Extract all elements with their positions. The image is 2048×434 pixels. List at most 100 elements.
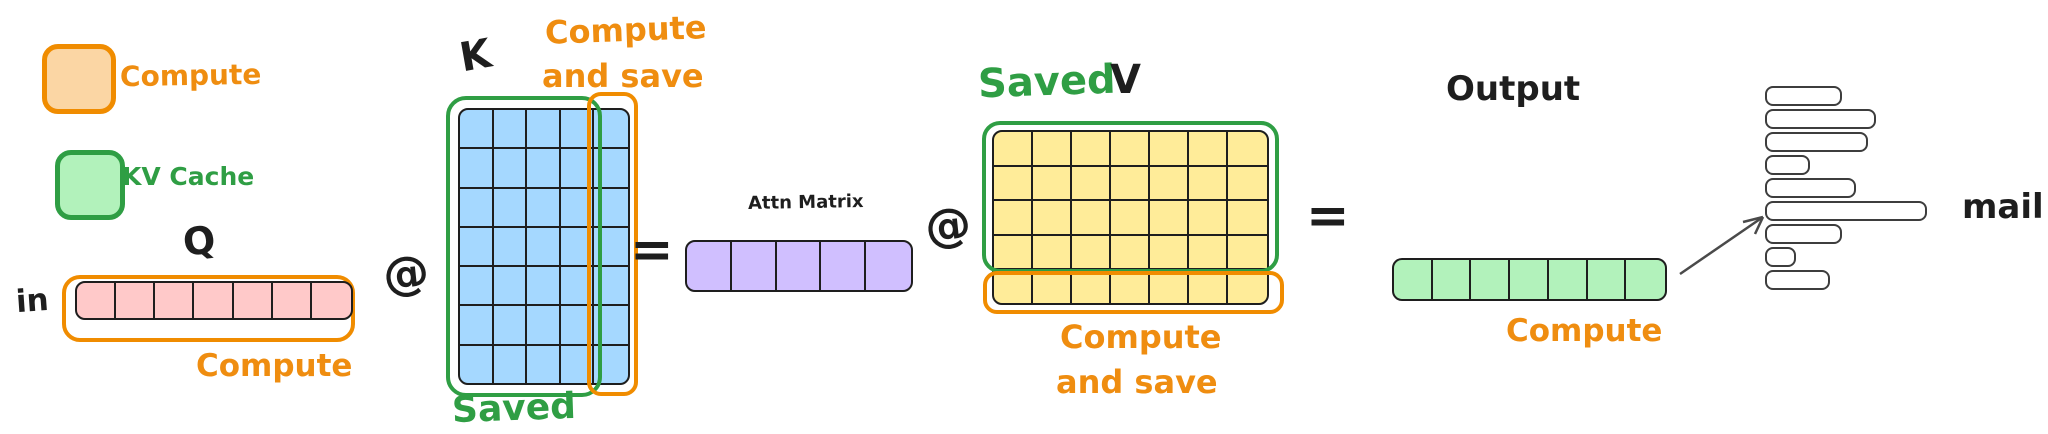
legend-compute-swatch: [42, 44, 116, 114]
matrix-cell: [527, 227, 561, 268]
matrix-cell: [460, 149, 494, 189]
matrix-cell: [312, 283, 351, 318]
matrix-cell: [1072, 166, 1111, 202]
matrix-cell: [1111, 201, 1150, 236]
output-compute-label: Compute: [1506, 313, 1663, 349]
token-bar: [1765, 178, 1856, 198]
output-to-tokens-arrow: [1679, 215, 1765, 276]
matrix-cell: [527, 110, 561, 150]
equals-sign-2: =: [1306, 186, 1350, 246]
matrix-cell: [1072, 132, 1111, 167]
k-compute-save-outline: [587, 92, 638, 396]
matrix-cell: [493, 267, 528, 307]
k-compute-save-line1: Compute: [544, 8, 708, 52]
matrix-cell: [994, 132, 1033, 167]
output-vector: [1392, 258, 1667, 301]
token-bar: [1765, 109, 1876, 129]
token-bar: [1765, 86, 1842, 106]
matrix-cell: [1228, 132, 1267, 167]
matrix-cell: [994, 270, 1033, 303]
token-bar: [1765, 201, 1927, 221]
k-title: K: [456, 30, 495, 82]
attn-matrix-vector: [685, 240, 913, 292]
q-in-label: in: [14, 281, 50, 321]
matrix-cell: [1394, 260, 1433, 299]
equals-sign-1: =: [630, 220, 674, 280]
matrix-cell: [1072, 270, 1111, 303]
matrix-cell: [460, 267, 494, 307]
matrix-cell: [1033, 132, 1072, 167]
matrix-cell: [560, 267, 595, 307]
matrix-cell: [1111, 270, 1150, 303]
matrix-cell: [1549, 260, 1588, 299]
matrix-cell: [1189, 132, 1228, 167]
token-bar: [1765, 132, 1868, 152]
matrix-cell: [527, 149, 561, 189]
q-compute-label: Compute: [196, 348, 353, 384]
matrix-cell: [1228, 201, 1267, 236]
token-stack: [1765, 86, 1927, 290]
matrix-cell: [594, 110, 628, 150]
matrix-cell: [460, 345, 494, 383]
matrix-cell: [527, 267, 561, 307]
matrix-cell: [1072, 201, 1111, 236]
matrix-cell: [460, 306, 494, 346]
attn-matrix-title: Attn Matrix: [747, 190, 864, 215]
matrix-cell: [1433, 260, 1472, 299]
q-compute-outline: [62, 275, 355, 342]
v-matrix: [992, 130, 1269, 305]
matrix-cell: [687, 242, 732, 290]
matrix-cell: [1033, 201, 1072, 236]
v-compute-save-outline: [983, 271, 1284, 314]
matrix-cell: [1033, 270, 1072, 303]
matrix-cell: [460, 188, 494, 228]
output-title: Output: [1446, 69, 1581, 109]
matrix-cell: [594, 189, 628, 228]
matrix-cell: [493, 227, 528, 268]
matrix-cell: [527, 345, 561, 383]
matrix-cell: [994, 201, 1033, 236]
matrix-cell: [460, 110, 494, 150]
matrix-cell: [560, 188, 595, 228]
v-saved-outline: [982, 121, 1279, 273]
matrix-cell: [1150, 201, 1189, 236]
legend-kv-cache-label: KV Cache: [122, 162, 255, 191]
matrix-cell: [1471, 260, 1511, 299]
matrix-cell: [273, 283, 312, 318]
token-bar: [1765, 155, 1810, 175]
matrix-cell: [527, 306, 561, 346]
matrix-cell: [560, 149, 595, 189]
matrix-cell: [560, 306, 595, 346]
matrix-cell: [493, 306, 528, 346]
q-vector: [75, 281, 353, 320]
matrix-cell: [560, 227, 595, 268]
matrix-cell: [594, 228, 628, 268]
k-saved-label: Saved: [451, 385, 577, 432]
matrix-cell: [821, 242, 867, 290]
matrix-cell: [1189, 270, 1228, 303]
v-compute-save-line2: and save: [1056, 363, 1218, 401]
k-compute-save-line2: and save: [542, 57, 704, 95]
matrix-cell: [1150, 132, 1189, 167]
matrix-cell: [155, 283, 195, 318]
matrix-cell: [493, 110, 528, 150]
k-saved-outline: [446, 96, 602, 397]
token-stack-label: mail: [1962, 187, 2044, 227]
matrix-cell: [1111, 132, 1150, 167]
matrix-cell: [866, 242, 911, 290]
token-bar: [1765, 247, 1796, 267]
matrix-cell: [494, 345, 528, 383]
matrix-cell: [1033, 166, 1072, 202]
matrix-cell: [994, 166, 1033, 202]
matrix-cell: [777, 242, 822, 290]
matrix-cell: [1228, 167, 1267, 202]
matrix-cell: [732, 242, 777, 290]
matrix-cell: [77, 283, 117, 318]
matrix-cell: [234, 283, 273, 318]
matrix-cell: [1150, 270, 1189, 303]
matrix-cell: [1189, 201, 1228, 236]
v-title: V: [1110, 57, 1141, 103]
matmul-operator-1: @: [380, 243, 432, 303]
v-compute-save-line1: Compute: [1060, 318, 1222, 356]
